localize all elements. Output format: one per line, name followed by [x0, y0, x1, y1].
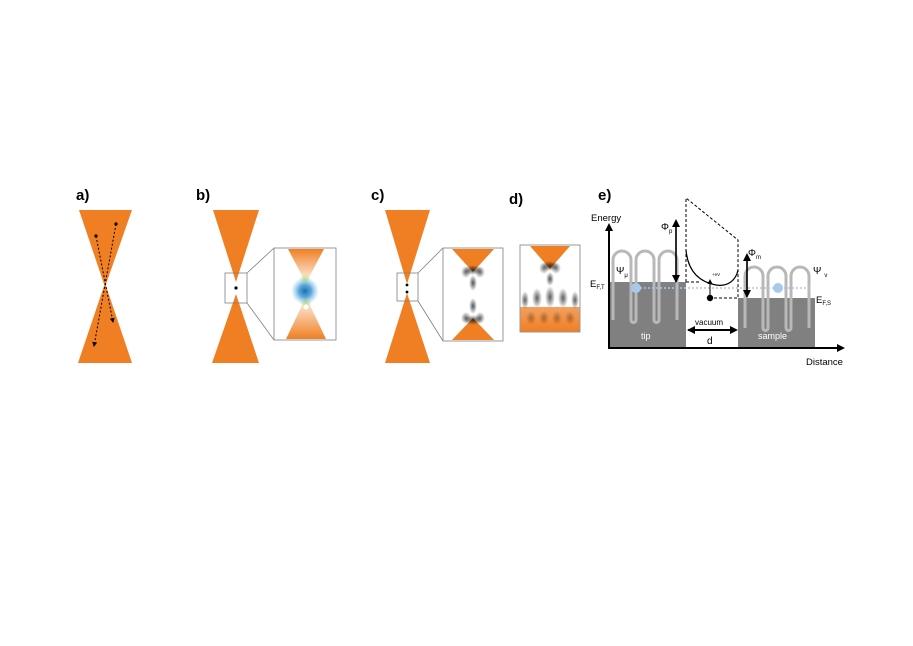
orbital-bottom-c — [461, 298, 485, 325]
fermi-sample-label: EF,S — [816, 295, 831, 307]
phi-m-label: Φm — [748, 248, 761, 261]
zoom-box-c — [396, 272, 419, 302]
panel-b-label: b) — [196, 187, 210, 204]
tip-bottom-b — [212, 294, 259, 363]
orbital-top-c — [461, 265, 485, 291]
zoom-line-b2 — [246, 302, 275, 341]
sample-region-label: sample — [758, 331, 787, 341]
tip-top-c — [385, 210, 430, 284]
phi-p-label: Φp — [661, 222, 673, 235]
zoom-box-b — [224, 272, 248, 304]
molecule-dot-b — [234, 286, 238, 290]
panel-a-label: a) — [76, 187, 89, 204]
psi-mu-label: Ψμ — [616, 266, 628, 279]
molecule-cloud-b — [291, 277, 319, 305]
tip-wavefunction — [611, 249, 679, 324]
molecule-core-b — [303, 304, 309, 310]
zoom-line-c1 — [417, 247, 444, 274]
zoom-tip-top-b — [288, 249, 324, 283]
tip-top-b — [213, 210, 259, 282]
sample-wavefunction — [743, 265, 811, 332]
zoom-tip-d — [530, 246, 570, 269]
tunnel-start-a1 — [94, 234, 98, 238]
panel-e: e) Energy Distance Φp — [590, 187, 845, 368]
panel-d: d) — [509, 191, 581, 333]
distance-axis-label: Distance — [806, 357, 843, 368]
tip-bottom-a — [78, 283, 132, 363]
zoom-tip-top-c — [452, 249, 494, 272]
panel-d-label: d) — [509, 191, 523, 208]
tip-top-a — [79, 210, 132, 287]
electron-tip — [631, 283, 641, 293]
vacuum-region-label: vacuum — [695, 318, 723, 327]
tunnel-start-a2 — [114, 222, 118, 226]
panel-c: c) — [371, 187, 504, 363]
barrier-bottom-dashed — [686, 281, 738, 299]
molecule-dot-c2 — [405, 290, 409, 294]
bias-label: +eV — [712, 272, 720, 277]
fermi-tip-label: EF,T — [590, 279, 605, 291]
panel-b: b) — [196, 187, 337, 363]
tip-band — [609, 282, 686, 347]
surface-orbitals-d — [521, 286, 579, 325]
tip-bottom-c — [385, 293, 430, 363]
zoom-line-c2 — [417, 300, 444, 342]
molecule-dot-c1 — [405, 283, 409, 287]
tunnel-path-a1 — [95, 235, 115, 323]
panel-e-label: e) — [598, 187, 611, 204]
electron-sample — [773, 283, 783, 293]
bias-dot — [706, 294, 714, 302]
panel-c-label: c) — [371, 187, 384, 204]
potential-curve — [685, 249, 739, 286]
tunnel-path-a2 — [92, 223, 117, 347]
vacuum-barrier — [685, 196, 739, 298]
zoom-tip-bottom-b — [286, 297, 326, 339]
energy-axis-label: Energy — [591, 213, 621, 224]
zoom-tip-bottom-c — [452, 318, 494, 340]
tip-region-label: tip — [641, 331, 651, 341]
zoom-line-b1 — [246, 247, 275, 274]
gap-distance-label: d — [707, 336, 713, 347]
orbital-tip-d — [539, 261, 561, 286]
sample-band — [738, 298, 815, 347]
panel-a: a) — [76, 187, 132, 363]
